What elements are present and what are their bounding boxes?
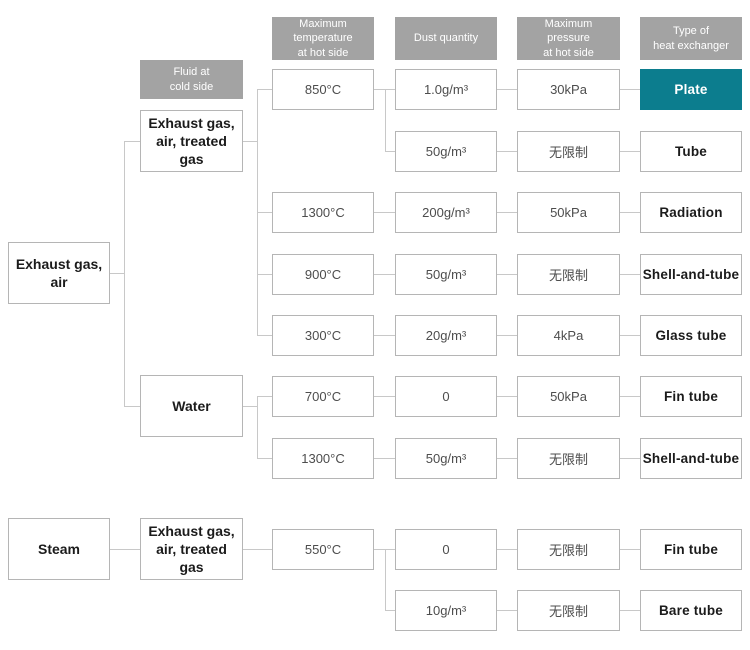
- temp-box: 850°C: [272, 69, 374, 110]
- pressure-box: 4kPa: [517, 315, 620, 356]
- type-box-fin-tube: Fin tube: [640, 376, 742, 417]
- connector-line: [620, 89, 640, 90]
- node-steam: Steam: [8, 518, 110, 580]
- connector-line: [257, 274, 272, 275]
- connector-line: [374, 396, 395, 397]
- dust-box: 1.0g/m³: [395, 69, 497, 110]
- connector-line: [497, 89, 517, 90]
- dust-box: 50g/m³: [395, 131, 497, 172]
- pressure-box: 50kPa: [517, 376, 620, 417]
- pressure-box: 无限制: [517, 529, 620, 570]
- node-cold-fluid-exhaust-treated-top: Exhaust gas, air, treated gas: [140, 110, 243, 172]
- type-box-fin-tube: Fin tube: [640, 529, 742, 570]
- pressure-box: 30kPa: [517, 69, 620, 110]
- connector-line: [620, 458, 640, 459]
- dust-box: 0: [395, 376, 497, 417]
- connector-line: [257, 89, 272, 90]
- temp-box: 1300°C: [272, 192, 374, 233]
- connector-line: [620, 610, 640, 611]
- dust-box: 10g/m³: [395, 590, 497, 631]
- type-box-glass-tube: Glass tube: [640, 315, 742, 356]
- connector-line: [374, 212, 395, 213]
- connector-line: [257, 458, 272, 459]
- connector-line: [385, 151, 395, 152]
- connector-line: [497, 212, 517, 213]
- type-box-plate: Plate: [640, 69, 742, 110]
- temp-box: 700°C: [272, 376, 374, 417]
- dust-box: 20g/m³: [395, 315, 497, 356]
- temp-box: 550°C: [272, 529, 374, 570]
- connector-line: [257, 335, 272, 336]
- connector-line: [374, 549, 395, 550]
- type-box-bare-tube: Bare tube: [640, 590, 742, 631]
- connector-line: [374, 274, 395, 275]
- dust-box: 50g/m³: [395, 254, 497, 295]
- connector-line: [243, 140, 257, 142]
- type-box-radiation: Radiation: [640, 192, 742, 233]
- pressure-box: 无限制: [517, 131, 620, 172]
- pressure-box: 无限制: [517, 590, 620, 631]
- connector-line: [497, 458, 517, 459]
- temp-box: 900°C: [272, 254, 374, 295]
- dust-box: 0: [395, 529, 497, 570]
- type-box-shell-and-tube: Shell-and-tube: [640, 254, 742, 295]
- connector-line: [257, 396, 258, 458]
- connector-line: [257, 212, 272, 213]
- connector-line: [374, 335, 395, 336]
- connector-line: [620, 549, 640, 550]
- connector-line: [374, 89, 395, 90]
- temp-box: 1300°C: [272, 438, 374, 479]
- connector-line: [374, 458, 395, 459]
- connector-line: [497, 549, 517, 550]
- pressure-box: 无限制: [517, 254, 620, 295]
- connector-line: [124, 140, 140, 142]
- connector-line: [497, 610, 517, 611]
- connector-line: [497, 335, 517, 336]
- connector-line: [385, 549, 386, 610]
- pressure-box: 无限制: [517, 438, 620, 479]
- connector-line: [385, 89, 386, 151]
- connector-line: [620, 212, 640, 213]
- connector-line: [243, 405, 257, 407]
- connector-line: [124, 140, 125, 406]
- node-cold-fluid-water: Water: [140, 375, 243, 437]
- type-box-tube: Tube: [640, 131, 742, 172]
- connector-line: [620, 151, 640, 152]
- connector-line: [110, 272, 124, 274]
- connector-line: [497, 396, 517, 397]
- connector-line: [110, 549, 140, 550]
- connector-line: [620, 274, 640, 275]
- connector-line: [385, 610, 395, 611]
- type-box-shell-and-tube: Shell-and-tube: [640, 438, 742, 479]
- connector-line: [124, 405, 140, 407]
- temp-box: 300°C: [272, 315, 374, 356]
- connector-line: [243, 549, 272, 550]
- connector-line: [497, 274, 517, 275]
- dust-box: 50g/m³: [395, 438, 497, 479]
- node-cold-fluid-exhaust-treated-bottom: Exhaust gas, air, treated gas: [140, 518, 243, 580]
- connector-line: [257, 396, 272, 397]
- dust-box: 200g/m³: [395, 192, 497, 233]
- pressure-box: 50kPa: [517, 192, 620, 233]
- header-dust-quantity: Dust quantity: [395, 17, 497, 60]
- connector-line: [620, 396, 640, 397]
- connector-line: [620, 335, 640, 336]
- node-exhaust-gas-air: Exhaust gas, air: [8, 242, 110, 304]
- connector-line: [497, 151, 517, 152]
